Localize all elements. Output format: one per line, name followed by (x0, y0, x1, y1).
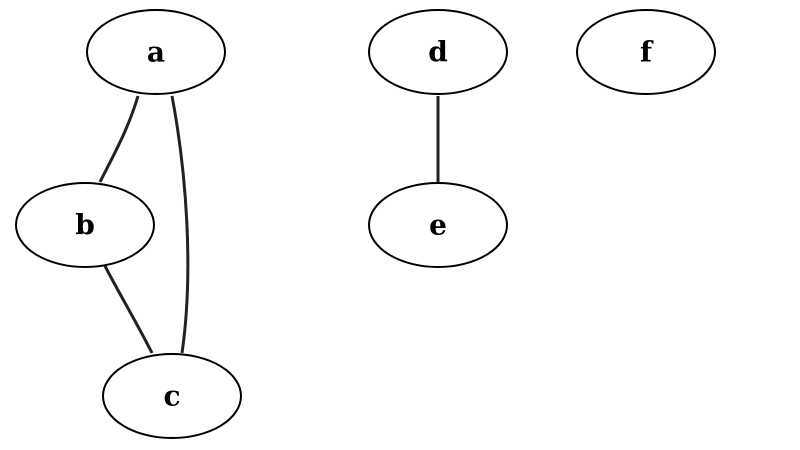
edges-layer (98, 95, 440, 354)
edge-b-c (103, 265, 154, 354)
nodes-layer: a b c d e f (15, 9, 716, 439)
node-b[interactable]: b (15, 182, 155, 268)
node-c-label: c (163, 380, 180, 413)
edge-a-b (98, 95, 140, 183)
node-d-label: d (428, 36, 448, 69)
edge-a-c (170, 95, 190, 354)
node-f-shape (576, 9, 716, 95)
node-b-label: b (75, 209, 95, 242)
node-e[interactable]: e (368, 182, 508, 268)
node-e-shape (368, 182, 508, 268)
node-f-label: f (640, 36, 654, 69)
node-d-shape (368, 9, 508, 95)
node-e-label: e (429, 209, 447, 242)
node-a[interactable]: a (86, 9, 226, 95)
node-f[interactable]: f (576, 9, 716, 95)
node-c[interactable]: c (102, 353, 242, 439)
node-a-label: a (147, 36, 165, 69)
node-c-shape (102, 353, 242, 439)
node-a-shape (86, 9, 226, 95)
node-d[interactable]: d (368, 9, 508, 95)
node-b-shape (15, 182, 155, 268)
